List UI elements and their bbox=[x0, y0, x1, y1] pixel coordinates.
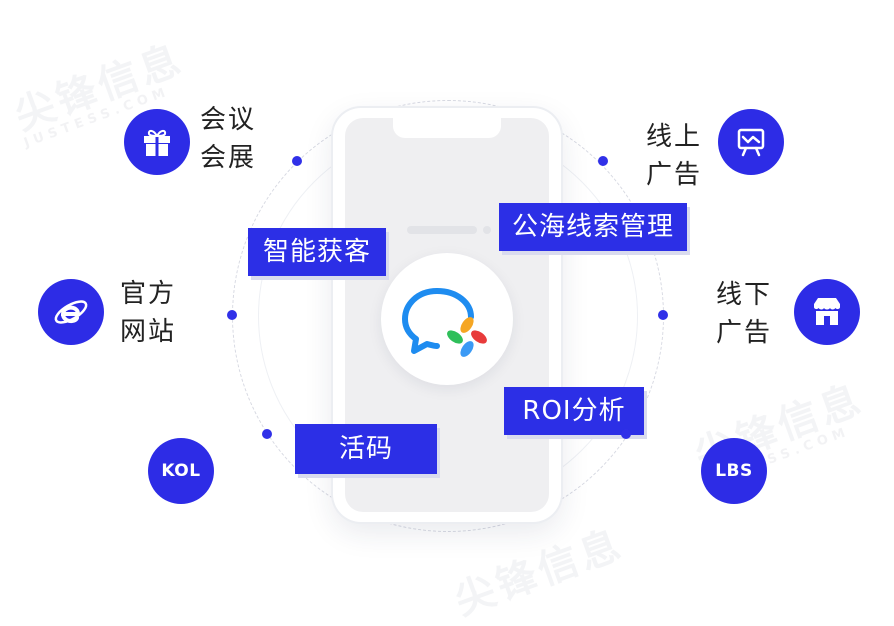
diagram-canvas: 尖锋信息 JUSTESS.COM 尖锋信息 尖锋信息 JUSTESS.COM 尖… bbox=[9, 36, 870, 624]
presentation-chart-icon bbox=[737, 128, 765, 157]
phone-notch bbox=[393, 118, 501, 138]
lbs-badge-text: LBS bbox=[715, 461, 753, 481]
online-ad-label: 线上 广告 bbox=[646, 122, 703, 190]
storefront-icon bbox=[814, 298, 840, 325]
kol-badge: KOL bbox=[148, 438, 214, 504]
meeting-badge bbox=[124, 109, 190, 175]
orbit-dot bbox=[598, 156, 608, 166]
meeting-label: 会议 会展 bbox=[200, 105, 257, 173]
website-badge bbox=[38, 279, 104, 345]
orbit-dot bbox=[621, 429, 631, 439]
orbit-dot bbox=[227, 310, 237, 320]
offline-ad-badge bbox=[794, 279, 860, 345]
online-ad-badge bbox=[718, 109, 784, 175]
lbs-badge: LBS bbox=[701, 438, 767, 504]
orbit-dot bbox=[658, 310, 668, 320]
offline-ad-label: 线下 广告 bbox=[716, 280, 773, 348]
orbit-dot bbox=[292, 156, 302, 166]
kol-badge-text: KOL bbox=[161, 461, 201, 481]
orbit-dot bbox=[262, 429, 272, 439]
website-label: 官方 网站 bbox=[120, 279, 177, 347]
tag-smart-acquisition: 智能获客 bbox=[248, 228, 386, 276]
tag-sea-lead-management: 公海线索管理 bbox=[499, 203, 687, 251]
phone-camera bbox=[483, 226, 491, 234]
center-logo bbox=[381, 253, 513, 385]
tag-live-code: 活码 bbox=[295, 424, 437, 474]
gift-icon bbox=[144, 129, 170, 156]
tag-roi-analysis: ROI分析 bbox=[504, 387, 644, 435]
chat-bubble-logo-icon bbox=[402, 288, 487, 357]
ie-browser-icon bbox=[54, 300, 88, 324]
phone-speaker bbox=[407, 226, 477, 234]
